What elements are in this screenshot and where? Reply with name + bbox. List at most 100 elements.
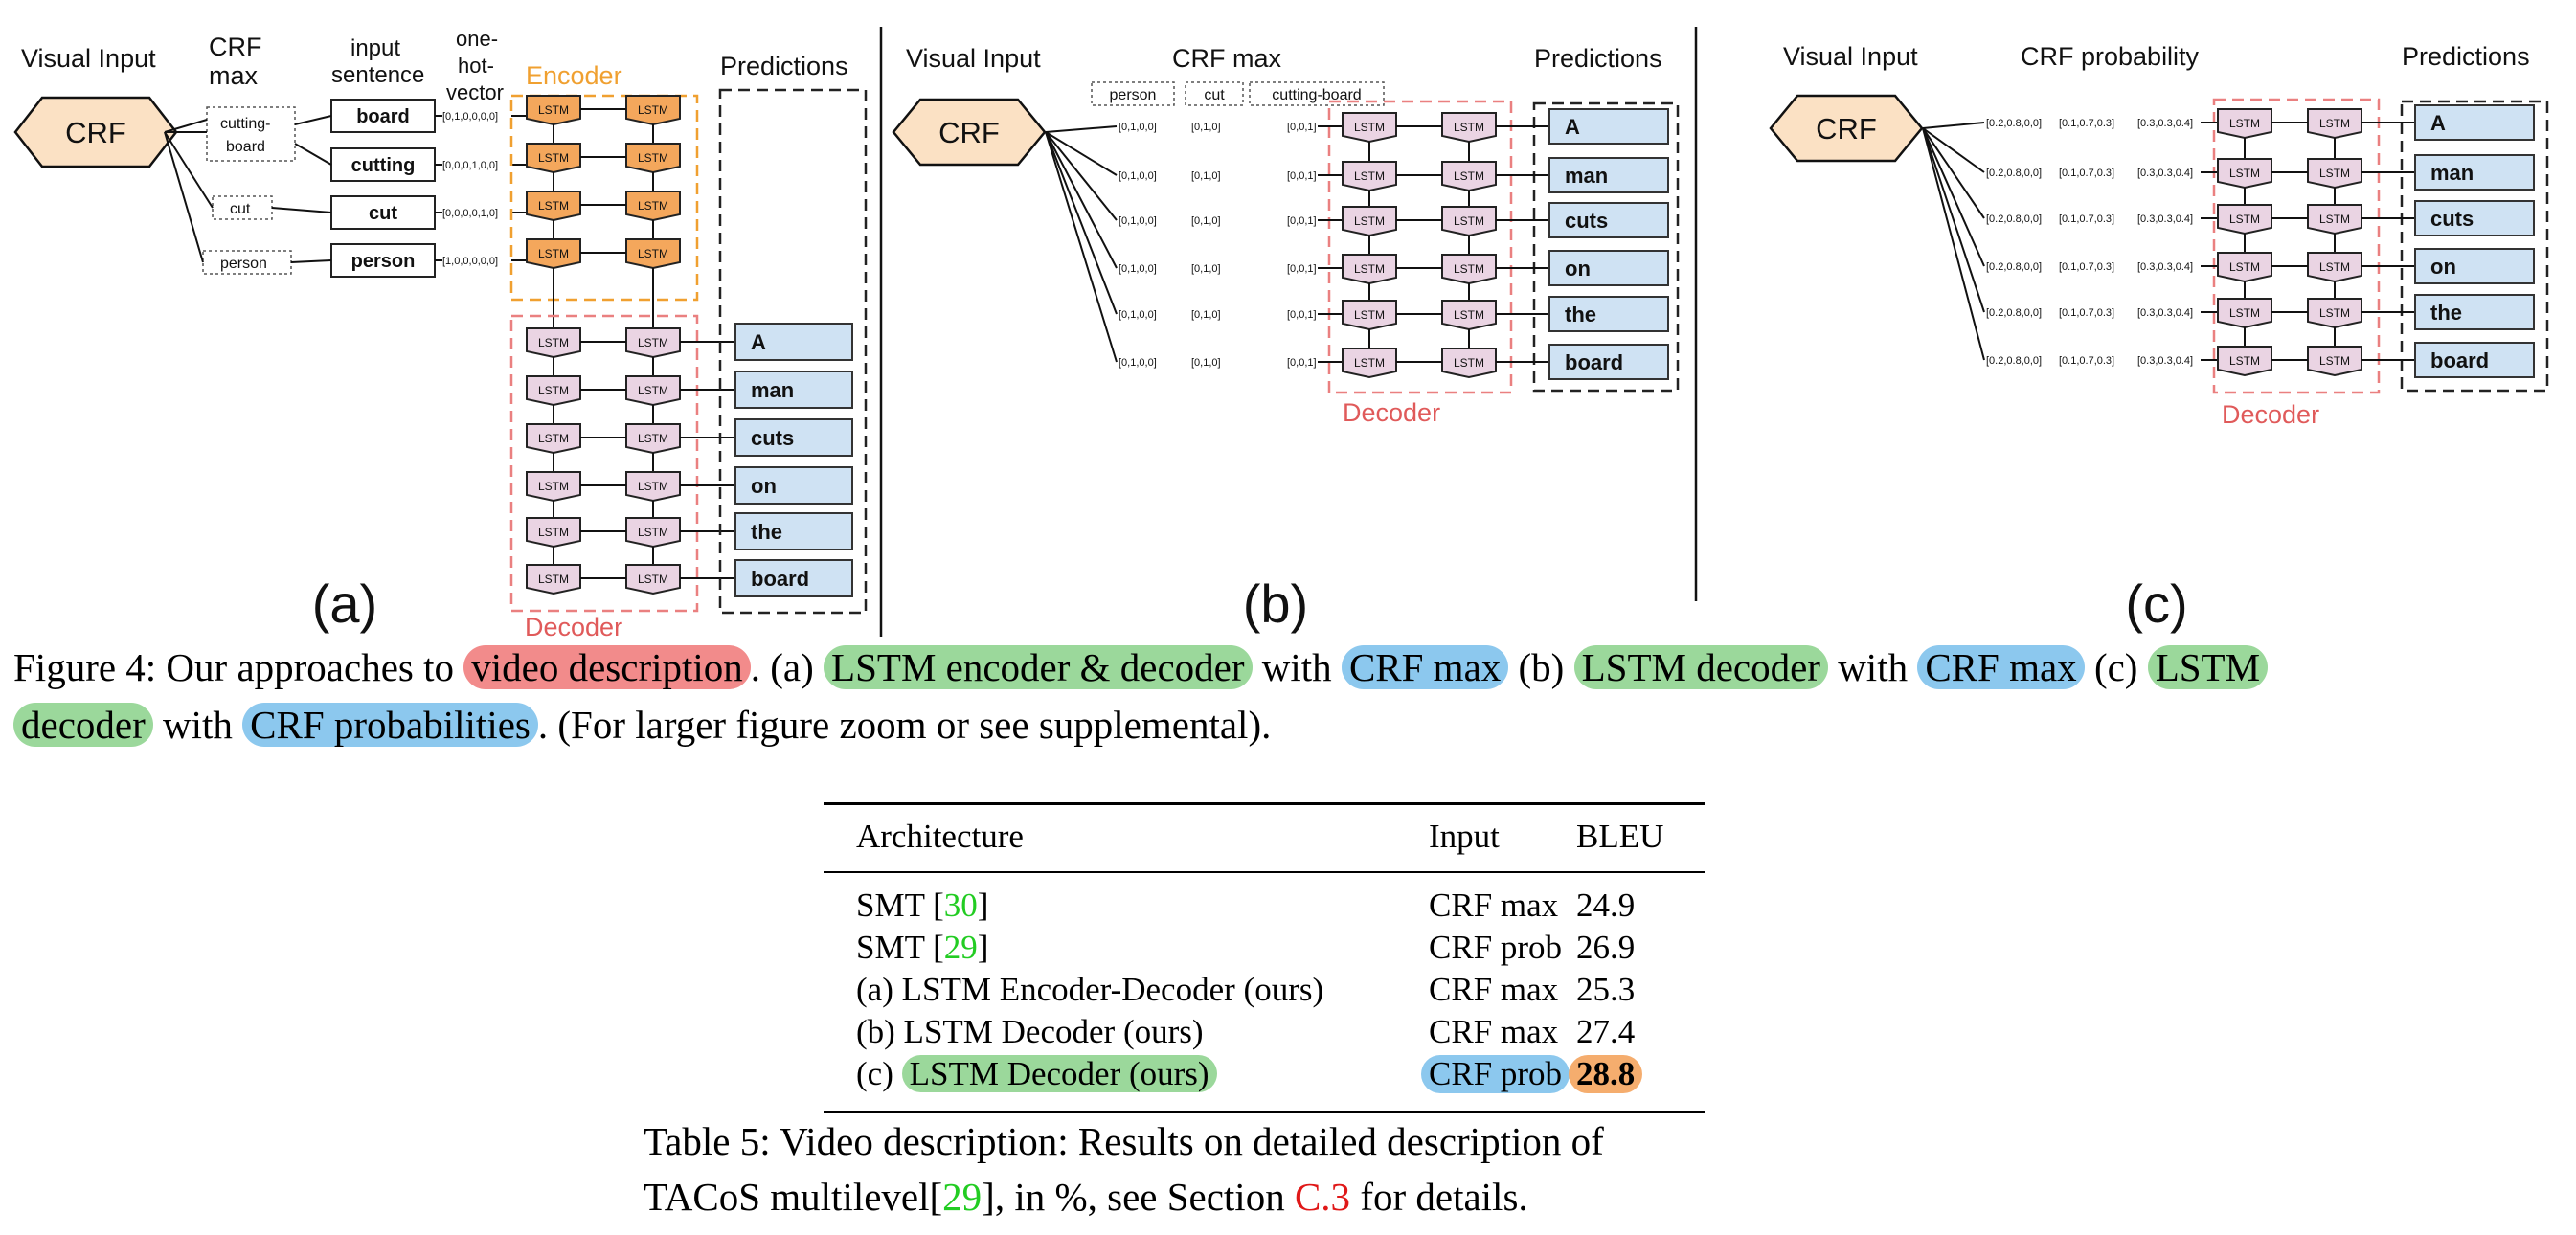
crf-word-box (206, 106, 296, 162)
citation-link[interactable]: 29 (943, 929, 978, 966)
predictions-region (2400, 100, 2549, 393)
crf-max-vector: [0,1,0] (1191, 215, 1221, 227)
crf-max-vector: [0,0,1] (1287, 170, 1317, 182)
crf-max-vector: [0,1,0] (1191, 309, 1221, 321)
section-link[interactable]: C.3 (1294, 1175, 1351, 1219)
column-header-box (1185, 81, 1244, 106)
connector-line (164, 131, 214, 209)
crf-label: CRF (65, 116, 126, 149)
column-header: Predictions (1534, 44, 1662, 73)
one-hot-vector: [0,0,0,1,0,0] (442, 160, 498, 171)
lstm-cell (1342, 206, 1397, 237)
lstm-cell (625, 143, 681, 174)
lstm-cell (2217, 204, 2272, 236)
prediction-box (734, 512, 853, 550)
lstm-cell (625, 375, 681, 407)
prediction-word: man (1565, 164, 1608, 188)
highlighted-phrase: CRF probabilities (242, 703, 538, 747)
lstm-cell (526, 327, 581, 359)
caption-text: (c) (2084, 645, 2148, 689)
lstm-label: LSTM (2229, 213, 2260, 226)
connector-line (1922, 127, 1985, 361)
panel-label: (b) (1243, 573, 1308, 634)
crf-prob-vector: [0.2,0.8,0,0] (1986, 261, 2042, 273)
lstm-label: LSTM (538, 247, 569, 260)
lstm-cell (1441, 348, 1497, 379)
caption-text: . (a) (750, 645, 825, 689)
lstm-cell (2217, 158, 2272, 190)
column-header-box (1091, 81, 1175, 106)
predictions-region (1532, 101, 1680, 393)
prediction-box (2414, 342, 2535, 378)
cell-architecture: SMT [30] (856, 887, 988, 925)
prediction-box (734, 418, 853, 457)
lstm-label: LSTM (638, 103, 668, 117)
lstm-label: LSTM (538, 103, 569, 117)
crf-prob-vector: [0.2,0.8,0,0] (1986, 168, 2042, 179)
column-header-word: cutting-board (1272, 87, 1361, 103)
lstm-cell (2217, 108, 2272, 140)
cell-input: CRF prob (1429, 929, 1563, 966)
crf-prob-vector: [0.3,0.3,0.4] (2137, 261, 2193, 273)
lstm-label: LSTM (538, 480, 569, 493)
lstm-cell (625, 423, 681, 455)
prediction-box (734, 370, 853, 409)
panel-label: (c) (2125, 573, 2187, 634)
prediction-word: cuts (751, 426, 794, 450)
lstm-cell (625, 95, 681, 126)
prediction-box (1548, 157, 1669, 193)
input-word: person (351, 251, 416, 272)
prediction-box (2414, 248, 2535, 284)
architecture-text: SMT [ (856, 887, 944, 924)
prediction-word: board (751, 567, 809, 591)
cell-input: CRF max (1429, 887, 1559, 924)
citation-link[interactable]: 29 (942, 1175, 983, 1219)
header-input: Input (1429, 818, 1500, 855)
table-bottom-rule (824, 1111, 1705, 1113)
lstm-cell (526, 95, 581, 126)
lstm-cell (526, 375, 581, 407)
lstm-cell (1342, 161, 1397, 192)
crf-max-vector: [0,1,0] (1191, 122, 1221, 133)
decoder-label: Decoder (2222, 400, 2319, 429)
prediction-word: on (1565, 257, 1591, 281)
architecture-text: (c) (856, 1055, 902, 1092)
lstm-label: LSTM (638, 336, 668, 349)
lstm-label: LSTM (1354, 121, 1385, 134)
input-word-box (330, 147, 436, 182)
cell-architecture: SMT [29] (856, 929, 988, 967)
table-caption-line-2: TACoS multilevel[29], in %, see Section … (644, 1169, 1604, 1224)
table-header-row: Architecture Input BLEU (824, 818, 1705, 860)
crf-max-vector: [0,0,1] (1287, 309, 1317, 321)
crf-label: CRF (938, 116, 1000, 149)
column-header: vector (446, 80, 504, 104)
crf-prob-vector: [0.2,0.8,0,0] (1986, 307, 2042, 319)
figure-caption-line-1: Figure 4: Our approaches to video descri… (13, 641, 2269, 693)
crf-prob-vector: [0.3,0.3,0.4] (2137, 213, 2193, 225)
crf-max-vector: [0,1,0,0] (1119, 309, 1157, 321)
prediction-box (1548, 296, 1669, 332)
lstm-cell (2307, 298, 2362, 329)
lstm-label: LSTM (538, 573, 569, 586)
cell-architecture: (b) LSTM Decoder (ours) (856, 1013, 1204, 1051)
column-header: input (350, 35, 400, 61)
prediction-box (1548, 344, 1669, 380)
crf-prob-vector: [0.2,0.8,0,0] (1986, 355, 2042, 367)
crf-max-vector: [0,0,1] (1287, 215, 1317, 227)
connector-line (1922, 122, 1985, 129)
architecture-text: ] (977, 887, 989, 924)
crf-word: board (226, 139, 265, 155)
lstm-label: LSTM (1354, 169, 1385, 183)
lstm-label: LSTM (2319, 260, 2350, 274)
column-header: Visual Input (1783, 42, 1918, 71)
prediction-box (734, 466, 853, 505)
one-hot-vector: [0,0,0,0,1,0] (442, 208, 498, 219)
crf-max-vector: [0,1,0,0] (1119, 122, 1157, 133)
table-caption: Table 5: Video description: Results on d… (644, 1113, 1604, 1224)
connector-line (294, 115, 332, 125)
citation-link[interactable]: 30 (943, 887, 978, 924)
column-header: hot- (458, 54, 494, 78)
connector-line (1922, 127, 1985, 267)
column-header: max (209, 61, 259, 90)
